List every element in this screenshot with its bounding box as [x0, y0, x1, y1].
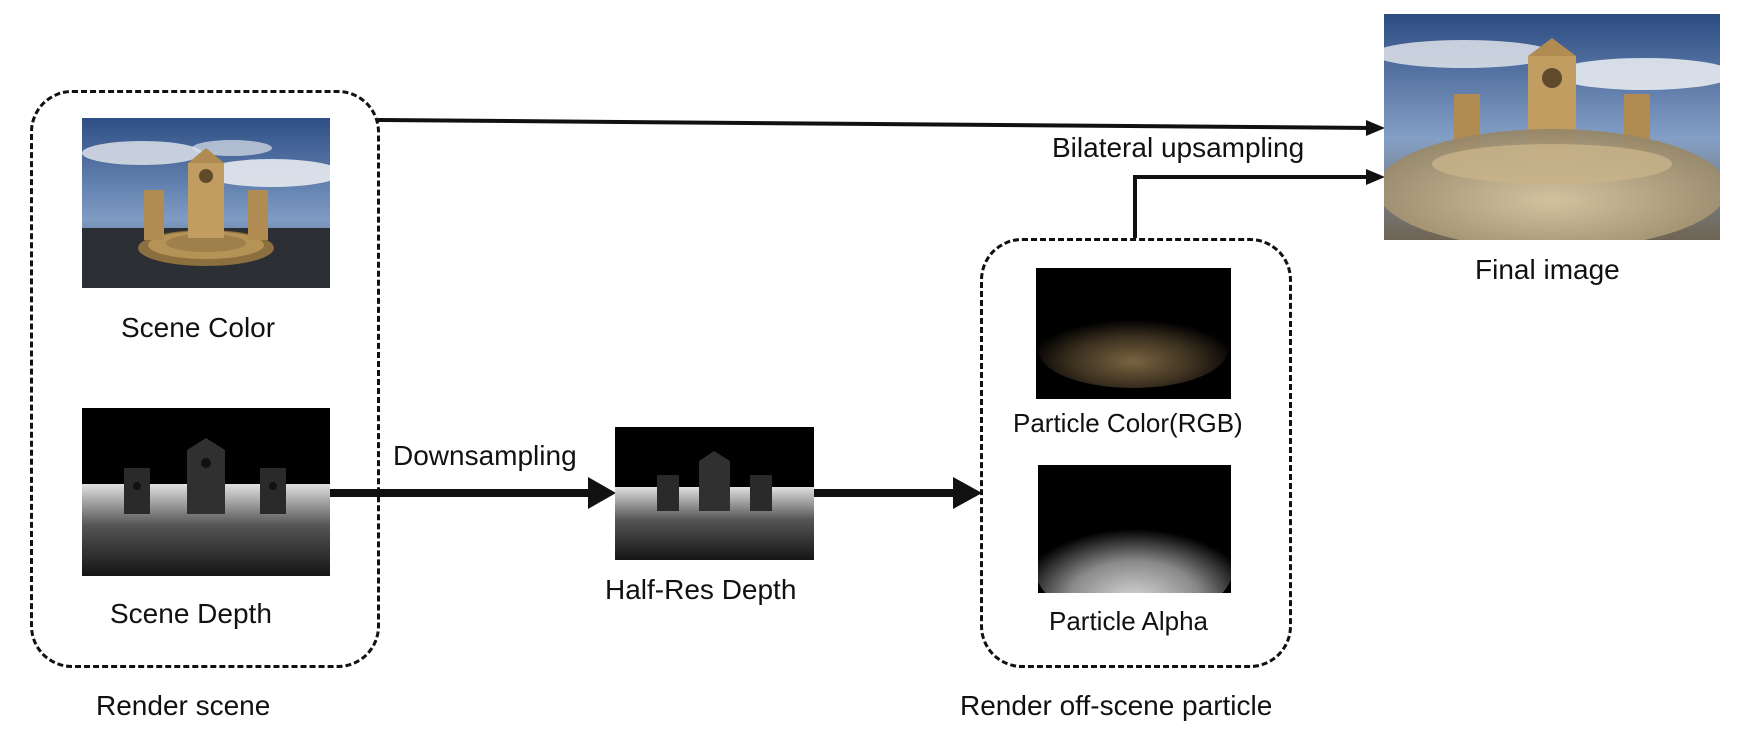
render-particle-group: [980, 238, 1292, 668]
final-image-label: Final image: [1475, 254, 1620, 285]
scene-depth-image: [82, 408, 330, 576]
final-image: [1384, 14, 1720, 240]
scene-color-image: [82, 118, 330, 288]
scene-to-final-arrow: [377, 118, 1373, 130]
half-res-depth-label: Half-Res Depth: [605, 574, 797, 605]
scene-depth-label: Scene Depth: [110, 598, 272, 629]
particle-color-label: Particle Color(RGB): [1013, 408, 1243, 438]
particle-alpha-label: Particle Alpha: [1049, 606, 1208, 636]
particle-alpha-image: [1038, 465, 1231, 593]
bilateral-upsampling-label: Bilateral upsampling: [1052, 132, 1305, 163]
render-scene-label: Render scene: [96, 690, 271, 721]
render-scene-group: [30, 90, 380, 668]
particle-color-image: [1036, 268, 1231, 399]
half-res-depth-image: [615, 427, 814, 560]
scene-color-label: Scene Color: [121, 312, 276, 343]
render-particle-label: Render off-scene particle: [960, 690, 1273, 721]
downsampling-label: Downsampling: [393, 440, 577, 471]
particle-to-final-arrow: [1133, 175, 1372, 238]
